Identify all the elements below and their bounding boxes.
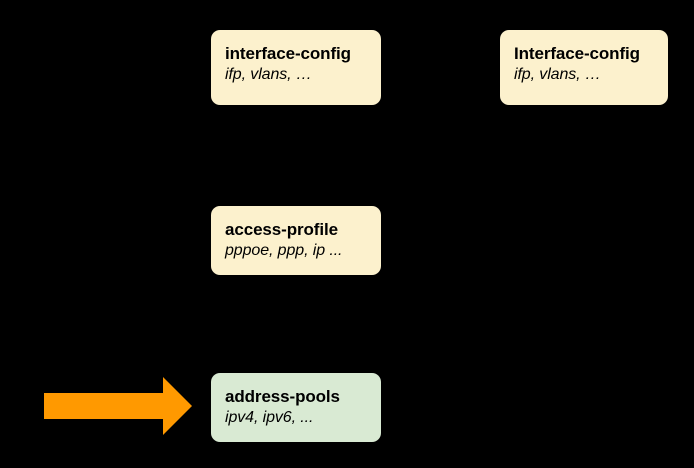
node-title: address-pools [225, 387, 340, 406]
right-block-arrow-icon [44, 377, 192, 435]
node-title: access-profile [225, 220, 338, 239]
node-interface-config-right[interactable]: Interface-config ifp, vlans, … [500, 30, 668, 105]
node-interface-config-left[interactable]: interface-config ifp, vlans, … [211, 30, 381, 105]
node-title: interface-config [225, 44, 351, 63]
node-subtitle: ipv4, ipv6, ... [225, 409, 314, 426]
node-address-pools[interactable]: address-pools ipv4, ipv6, ... [211, 373, 381, 442]
node-subtitle: ifp, vlans, … [225, 66, 312, 83]
right-block-arrow-shape [44, 377, 192, 435]
node-access-profile[interactable]: access-profile pppoe, ppp, ip ... [211, 206, 381, 275]
node-title: Interface-config [514, 44, 640, 63]
node-subtitle: pppoe, ppp, ip ... [225, 242, 343, 259]
node-subtitle: ifp, vlans, … [514, 66, 601, 83]
